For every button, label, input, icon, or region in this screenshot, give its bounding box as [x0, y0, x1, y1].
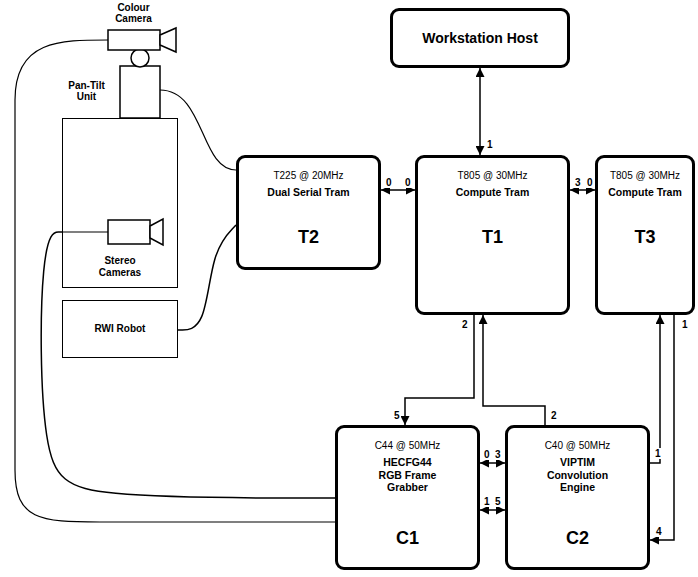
- node-label: T805 @ 30MHz: [457, 170, 527, 182]
- camera-lens: [150, 219, 163, 245]
- host-box: Workstation Host: [390, 8, 570, 68]
- link-line: [479, 68, 481, 155]
- link-line: [483, 315, 545, 425]
- port-number: 1: [654, 448, 662, 459]
- processor-box: C40 @ 50MHzVIPTIM Convolution EngineC2: [505, 425, 650, 570]
- node-label: Workstation Host: [422, 30, 538, 47]
- stereo-camera: [108, 219, 163, 245]
- port-number: 5: [393, 410, 401, 421]
- node-id: T1: [482, 227, 503, 249]
- node-label: Stereo Cameras: [85, 255, 155, 279]
- stereo-cable: [62, 231, 108, 232]
- part-label: Pan-Tilt Unit: [58, 80, 115, 102]
- node-label: C44 @ 50MHz: [375, 440, 441, 452]
- node-label: Compute Tram: [456, 186, 530, 199]
- pan-tilt-cable: [160, 90, 236, 170]
- port-number: 1: [483, 496, 491, 507]
- port-number: 3: [494, 449, 502, 460]
- colour-camera: [108, 28, 176, 118]
- port-number: 0: [483, 449, 491, 460]
- node-id: T3: [634, 227, 655, 249]
- tram-box: T805 @ 30MHzCompute TramT3: [595, 155, 695, 315]
- link-line: [570, 189, 595, 191]
- pan-tilt-dome: [131, 49, 149, 67]
- port-number: 0: [586, 177, 594, 188]
- node-id: C1: [396, 528, 419, 550]
- link-line: [405, 315, 474, 425]
- camera-wires: [15, 40, 335, 522]
- link-line: [178, 225, 236, 330]
- port-number: 1: [486, 139, 494, 150]
- camera-body: [108, 30, 160, 50]
- link-line: [41, 232, 335, 498]
- port-number: 0: [404, 177, 412, 188]
- node-id: C2: [566, 528, 589, 550]
- node-label: T225 @ 20MHz: [273, 170, 343, 182]
- port-number: 4: [655, 526, 663, 537]
- port-number: 5: [494, 496, 502, 507]
- link-line: [650, 315, 660, 463]
- camera-lens: [160, 28, 176, 52]
- link-line: [480, 509, 505, 511]
- node-label: T805 @ 30MHz: [610, 170, 680, 182]
- part-label: Colour Camera: [100, 2, 167, 24]
- node-label: Compute Tram: [608, 186, 682, 199]
- port-number: 1: [681, 319, 689, 330]
- tram-box: T225 @ 20MHzDual Serial TramT2: [236, 155, 381, 270]
- link-line: [480, 462, 505, 464]
- port-number: 2: [461, 319, 469, 330]
- link-line: [650, 315, 674, 540]
- robot-body: Stereo Cameras: [62, 118, 178, 288]
- node-label: HECFG44 RGB Frame Grabber: [372, 456, 444, 494]
- pan-tilt-post: [120, 66, 160, 118]
- port-number: 2: [550, 410, 558, 421]
- port-number: 3: [574, 177, 582, 188]
- camera-cable: [15, 40, 335, 522]
- link-line: [381, 189, 415, 191]
- node-label: VIPTIM Convolution Engine: [542, 456, 614, 494]
- node-label: Dual Serial Tram: [267, 186, 349, 199]
- node-id: T2: [298, 227, 319, 249]
- port-number: 0: [385, 177, 393, 188]
- robot-base-box: RWI Robot: [62, 300, 178, 358]
- node-label: C40 @ 50MHz: [545, 440, 611, 452]
- processor-box: C44 @ 50MHzHECFG44 RGB Frame GrabberC1: [335, 425, 480, 570]
- node-label: RWI Robot: [95, 323, 146, 335]
- tram-box: T805 @ 30MHzCompute TramT1: [415, 155, 570, 315]
- camera-body: [108, 220, 150, 244]
